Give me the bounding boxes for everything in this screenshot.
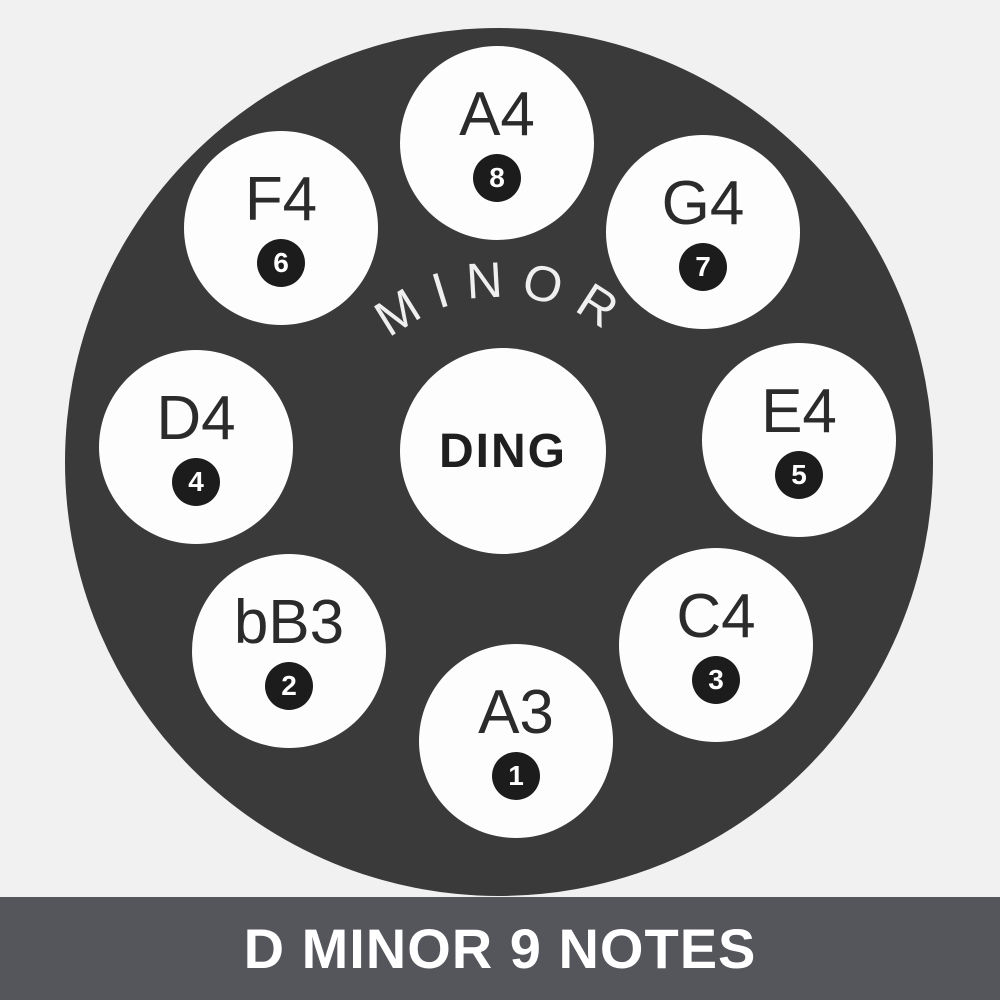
note-label: G4 [661, 169, 745, 238]
note-pad-c4: C4 3 [619, 548, 813, 742]
note-number: 6 [273, 247, 289, 278]
note-number: 3 [708, 664, 724, 695]
note-number-badge: 7 [679, 243, 727, 291]
note-label: bB3 [233, 588, 345, 657]
note-label: E4 [761, 377, 837, 446]
note-pad-a3: A3 1 [419, 644, 613, 838]
note-label: A3 [478, 678, 554, 747]
note-number-badge: 6 [257, 239, 305, 287]
note-label: D4 [156, 384, 236, 453]
note-number: 4 [188, 466, 204, 497]
note-pad-bb3: bB3 2 [192, 554, 386, 748]
note-number-badge: 2 [265, 662, 313, 710]
note-pad-g4: G4 7 [606, 135, 800, 329]
note-number: 5 [791, 459, 807, 490]
note-label: C4 [676, 582, 756, 651]
note-pad-f4: F4 6 [184, 131, 378, 325]
note-number: 7 [695, 251, 711, 282]
note-number-badge: 5 [775, 451, 823, 499]
note-number-badge: 3 [692, 656, 740, 704]
banner-title: D MINOR 9 NOTES [243, 917, 757, 980]
note-pad-d4: D4 4 [99, 350, 293, 544]
center-ding-pad: DING [400, 348, 606, 554]
note-number: 1 [508, 760, 524, 791]
note-number-badge: 8 [473, 154, 521, 202]
note-number-badge: 4 [172, 458, 220, 506]
note-number: 2 [281, 670, 297, 701]
note-number: 8 [489, 162, 505, 193]
note-pad-e4: E4 5 [702, 343, 896, 537]
note-number-badge: 1 [492, 752, 540, 800]
banner: D MINOR 9 NOTES [0, 897, 1000, 1000]
note-label: A4 [459, 80, 535, 149]
note-pad-a4: A4 8 [400, 46, 594, 240]
note-label: F4 [244, 165, 318, 234]
ding-label: DING [439, 424, 567, 478]
